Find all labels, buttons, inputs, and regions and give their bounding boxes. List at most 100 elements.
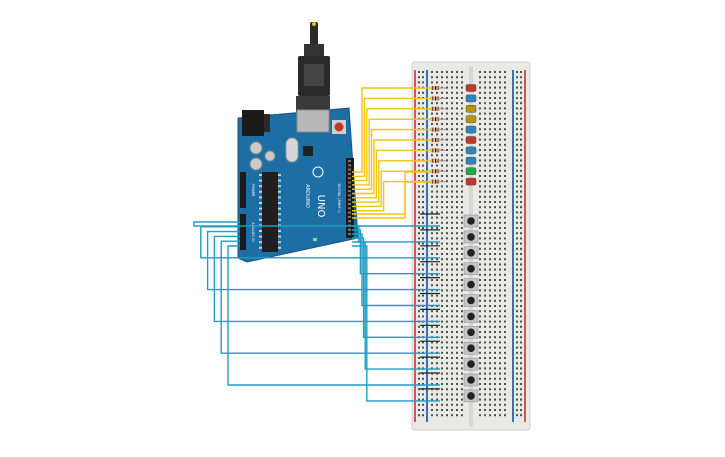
breadboard-hole [489,237,491,240]
breadboard-hole [489,180,491,183]
breadboard-hole [479,263,481,266]
breadboard-hole [484,232,486,235]
breadboard-hole [461,367,463,370]
breadboard-hole [520,346,522,349]
breadboard-hole [436,112,438,115]
breadboard-hole [520,403,522,406]
breadboard-hole [418,310,420,313]
breadboard-hole [504,86,506,89]
breadboard-hole [489,185,491,188]
breadboard-hole [461,320,463,323]
breadboard-hole [446,398,448,401]
breadboard-hole [431,273,433,276]
breadboard-hole [456,331,458,333]
resistor-band [437,96,439,101]
breadboard-hole [446,393,448,396]
breadboard-hole [479,414,481,417]
breadboard-hole [504,325,506,328]
breadboard-hole [441,383,443,385]
breadboard-hole [461,393,463,396]
breadboard-hole [516,123,518,125]
breadboard-hole [418,91,420,94]
breadboard-hole [422,102,424,105]
led-signal-wire [352,128,430,190]
breadboard-hole [499,315,501,318]
breadboard-hole [499,409,501,411]
breadboard-hole [489,289,491,292]
breadboard-hole [436,206,438,209]
breadboard-hole [479,76,481,79]
breadboard-hole [494,263,496,266]
breadboard-hole [456,372,458,375]
breadboard-hole [499,325,501,328]
resistor-band [432,106,434,111]
header-pin [348,172,351,175]
breadboard-hole [451,232,453,235]
pushbutton-cap [467,344,475,353]
breadboard-hole [489,310,491,313]
breadboard-hole [479,388,481,391]
breadboard-hole [451,133,453,136]
breadboard-hole [441,351,443,354]
breadboard-hole [418,346,420,349]
breadboard-hole [516,294,518,297]
arduino-uno[interactable]: UNO ARDUINO DIGITAL (PWM~) POWER ANALOG … [237,22,359,263]
breadboard-hole [499,346,501,349]
breadboard-hole [451,268,453,271]
breadboard-hole [499,91,501,94]
breadboard-hole [422,154,424,157]
breadboard-hole [479,247,481,250]
breadboard-hole [456,232,458,235]
breadboard-hole [418,232,420,235]
breadboard-hole [456,128,458,131]
breadboard-hole [520,336,522,339]
breadboard-hole [422,414,424,417]
chip-pin [259,218,262,221]
breadboard-hole [451,107,453,110]
breadboard-hole [489,97,491,99]
breadboard-hole [461,190,463,193]
breadboard-hole [446,310,448,313]
breadboard-hole [494,195,496,198]
breadboard-hole [461,377,463,380]
breadboard-hole [504,154,506,157]
reset-button[interactable] [334,122,344,132]
chip-pin [278,202,281,204]
pushbuttons [463,214,479,403]
breadboard-hole [451,221,453,224]
breadboard-hole [479,253,481,255]
breadboard-hole [441,227,443,229]
breadboard-hole [494,123,496,125]
breadboard-hole [451,263,453,266]
breadboard-hole [451,409,453,411]
breadboard-hole [489,195,491,198]
breadboard-hole [418,133,420,136]
breadboard-hole [520,102,522,105]
breadboard-hole [479,201,481,203]
breadboard-hole [484,190,486,193]
breadboard[interactable] [411,61,531,431]
breadboard-hole [479,123,481,125]
atmega-chip [262,172,278,252]
breadboard-hole [441,164,443,167]
breadboard-hole [484,107,486,110]
breadboard-hole [422,383,424,385]
breadboard-hole [451,351,453,354]
resistor-band [435,106,437,111]
breadboard-hole [479,346,481,349]
breadboard-hole [516,351,518,354]
breadboard-hole [516,398,518,401]
breadboard-hole [516,289,518,292]
breadboard-hole [504,258,506,261]
breadboard-hole [456,305,458,307]
breadboard-hole [479,268,481,271]
header-pin [348,198,351,201]
pushbutton-cap [467,264,475,273]
breadboard-hole [422,315,424,318]
breadboard-hole [516,211,518,214]
resistor-band [435,179,437,184]
breadboard-hole [499,398,501,401]
breadboard-hole [441,237,443,240]
breadboard-hole [436,263,438,266]
breadboard-hole [456,263,458,266]
